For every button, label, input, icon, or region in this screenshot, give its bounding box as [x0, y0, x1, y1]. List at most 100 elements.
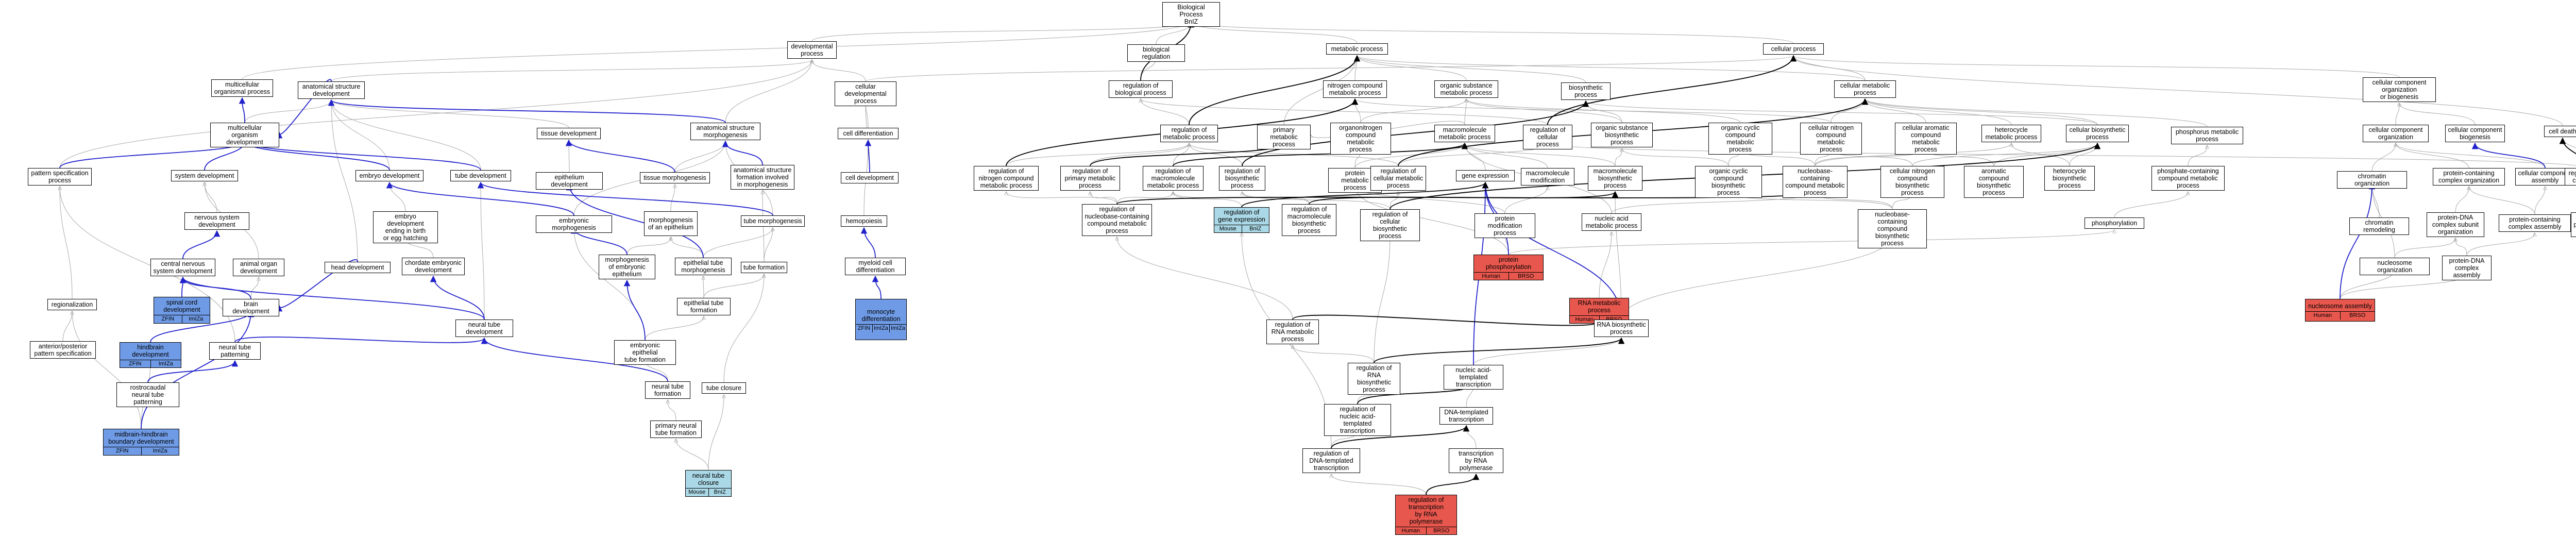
go-term-node[interactable]: regulation of cellular process	[1523, 125, 1572, 149]
go-term-node[interactable]: nervous system development	[184, 212, 249, 230]
go-term-node[interactable]: epithelial tube formation	[677, 298, 731, 315]
go-term-node[interactable]: hemopoiesis	[841, 215, 887, 227]
go-term-node[interactable]: protein-DNA complex subunit organization	[2427, 212, 2484, 237]
go-term-node[interactable]: neural tube patterning	[209, 342, 261, 360]
go-term-node[interactable]: primary metabolic process	[1257, 125, 1311, 149]
go-term-node[interactable]: organic substance metabolic process	[1434, 80, 1498, 98]
go-term-node[interactable]: protein-containing complex organization	[2433, 168, 2505, 186]
go-term-node[interactable]: anatomical structure morphogenesis	[690, 123, 760, 140]
go-term-node[interactable]: cellular nitrogen compound metabolic pro…	[1800, 123, 1862, 155]
go-term-node[interactable]: regulation of RNA biosynthetic process	[1348, 363, 1400, 395]
go-term-node[interactable]: regulation of nucleobase-containing comp…	[1082, 204, 1152, 236]
go-term-node[interactable]: embryo development	[355, 170, 423, 181]
go-term-node[interactable]: regulation of DNA-templated transcriptio…	[1302, 448, 1360, 473]
go-term-node[interactable]: primary neural tube formation	[650, 421, 702, 438]
go-term-node[interactable]: animal organ development	[233, 259, 284, 276]
go-term-node[interactable]: tube morphogenesis	[741, 215, 805, 227]
go-term-node[interactable]: regulation of programmed cell death	[2571, 212, 2576, 237]
go-term-node[interactable]: rostrocaudal neural tube patterning	[116, 382, 179, 407]
go-term-node[interactable]: regulation of transcription by RNA polym…	[1395, 495, 1457, 535]
go-term-node[interactable]: nucleosome organization	[2360, 258, 2430, 275]
go-term-node[interactable]: embryonic epithelial tube formation	[614, 340, 676, 365]
go-term-node[interactable]: regulation of biological process	[1109, 80, 1173, 98]
go-term-node[interactable]: cellular biosynthetic process	[2066, 125, 2129, 142]
go-term-node[interactable]: regulation of cell death	[2565, 168, 2576, 186]
go-term-node[interactable]: biological regulation	[1127, 44, 1185, 62]
go-term-node[interactable]: multicellular organism development	[210, 123, 279, 147]
go-term-node[interactable]: epithelium development	[536, 172, 603, 190]
go-term-node[interactable]: organonitrogen compound metabolic proces…	[1330, 123, 1391, 155]
go-term-node[interactable]: tissue morphogenesis	[640, 172, 710, 183]
go-term-node[interactable]: cellular component biogenesis	[2445, 125, 2505, 142]
go-term-node[interactable]: developmental process	[787, 41, 837, 59]
go-term-node[interactable]: tube formation	[741, 262, 787, 273]
go-term-node[interactable]: Biological Process BnIZ	[1162, 2, 1220, 27]
go-term-node[interactable]: cellular process	[1763, 43, 1824, 55]
go-term-node[interactable]: nucleobase-containing compound biosynthe…	[1858, 209, 1927, 248]
go-term-node[interactable]: organic cyclic compound biosynthetic pro…	[1695, 166, 1762, 198]
go-term-node[interactable]: neural tube formation	[645, 381, 690, 399]
go-term-node[interactable]: morphogenesis of an epithelium	[644, 211, 698, 236]
go-term-node[interactable]: phosphorylation	[2084, 217, 2144, 229]
go-term-node[interactable]: chordate embryonic development	[402, 258, 465, 275]
go-term-node[interactable]: RNA biosynthetic process	[1594, 319, 1649, 337]
go-term-node[interactable]: epithelial tube morphogenesis	[675, 258, 732, 275]
go-term-node[interactable]: regulation of RNA metabolic process	[1266, 319, 1319, 344]
go-term-node[interactable]: cellular metabolic process	[1834, 80, 1896, 98]
go-term-node[interactable]: anatomical structure development	[298, 81, 365, 99]
go-term-node[interactable]: organic substance biosynthetic process	[1591, 123, 1653, 147]
go-term-node[interactable]: central nervous system development	[150, 259, 215, 276]
go-term-node[interactable]: myeloid cell differentiation	[845, 258, 906, 275]
go-term-node[interactable]: phosphate-containing compound metabolic …	[2151, 166, 2225, 191]
go-term-node[interactable]: pattern specification process	[28, 168, 92, 186]
go-term-node[interactable]: cellular component organization	[2363, 125, 2429, 142]
go-term-node[interactable]: regulation of cellular biosynthetic proc…	[1360, 209, 1420, 241]
go-term-node[interactable]: protein modification process	[1475, 213, 1535, 238]
go-term-node[interactable]: regionalization	[47, 299, 97, 310]
go-term-node[interactable]: chromatin remodeling	[2349, 217, 2409, 235]
go-term-node[interactable]: brain development	[223, 299, 279, 316]
go-term-node[interactable]: transcription by RNA polymerase	[1449, 448, 1503, 473]
go-term-node[interactable]: cell death	[2544, 126, 2576, 137]
go-term-node[interactable]: tissue development	[537, 128, 601, 139]
go-term-node[interactable]: macromolecule metabolic process	[1434, 125, 1495, 142]
go-term-node[interactable]: nucleobase-containing compound metabolic…	[1783, 166, 1848, 198]
go-term-node[interactable]: protein-containing complex assembly	[2499, 214, 2571, 232]
go-term-node[interactable]: chromatin organization	[2337, 171, 2407, 189]
go-term-node[interactable]: macromolecule biosynthetic process	[1588, 166, 1642, 191]
go-term-node[interactable]: organic cyclic compound metabolic proces…	[1708, 123, 1772, 155]
go-term-node[interactable]: macromolecule modification	[1521, 168, 1574, 186]
go-term-node[interactable]: cellular component organization or bioge…	[2363, 77, 2436, 102]
go-term-node[interactable]: embryonic morphogenesis	[536, 215, 612, 233]
go-term-node[interactable]: metabolic process	[1326, 43, 1388, 55]
go-term-node[interactable]: system development	[171, 170, 238, 181]
go-term-node[interactable]: multicellular organismal process	[211, 79, 273, 97]
go-term-node[interactable]: heterocycle biosynthetic process	[2044, 166, 2095, 191]
go-term-node[interactable]: anterior/posterior pattern specification	[30, 341, 96, 359]
go-term-node[interactable]: biosynthetic process	[1561, 82, 1611, 100]
go-term-node[interactable]: cell development	[841, 172, 899, 183]
go-term-node[interactable]: tube closure	[702, 382, 746, 394]
go-term-node[interactable]: anatomical structure formation involved …	[731, 165, 794, 190]
go-term-node[interactable]: RNA metabolic processHumanBRSO	[1569, 298, 1629, 324]
go-term-node[interactable]: DNA-templated transcription	[1439, 407, 1493, 425]
go-term-node[interactable]: tube development	[450, 170, 511, 181]
go-term-node[interactable]: cellular aromatic compound metabolic pro…	[1895, 123, 1957, 155]
go-term-node[interactable]: phosphorus metabolic process	[2171, 127, 2243, 144]
go-term-node[interactable]: head development	[325, 262, 391, 273]
go-term-node[interactable]: regulation of metabolic process	[1160, 125, 1218, 142]
go-term-node[interactable]: embryo development ending in birth or eg…	[373, 211, 438, 243]
go-term-node[interactable]: regulation of macromolecule metabolic pr…	[1143, 166, 1204, 191]
go-term-node[interactable]: protein-DNA complex assembly	[2442, 256, 2492, 280]
go-term-node[interactable]: cellular developmental process	[835, 81, 896, 106]
go-term-node[interactable]: regulation of nitrogen compound metaboli…	[974, 166, 1039, 191]
go-term-node[interactable]: neural tube development	[455, 319, 513, 337]
